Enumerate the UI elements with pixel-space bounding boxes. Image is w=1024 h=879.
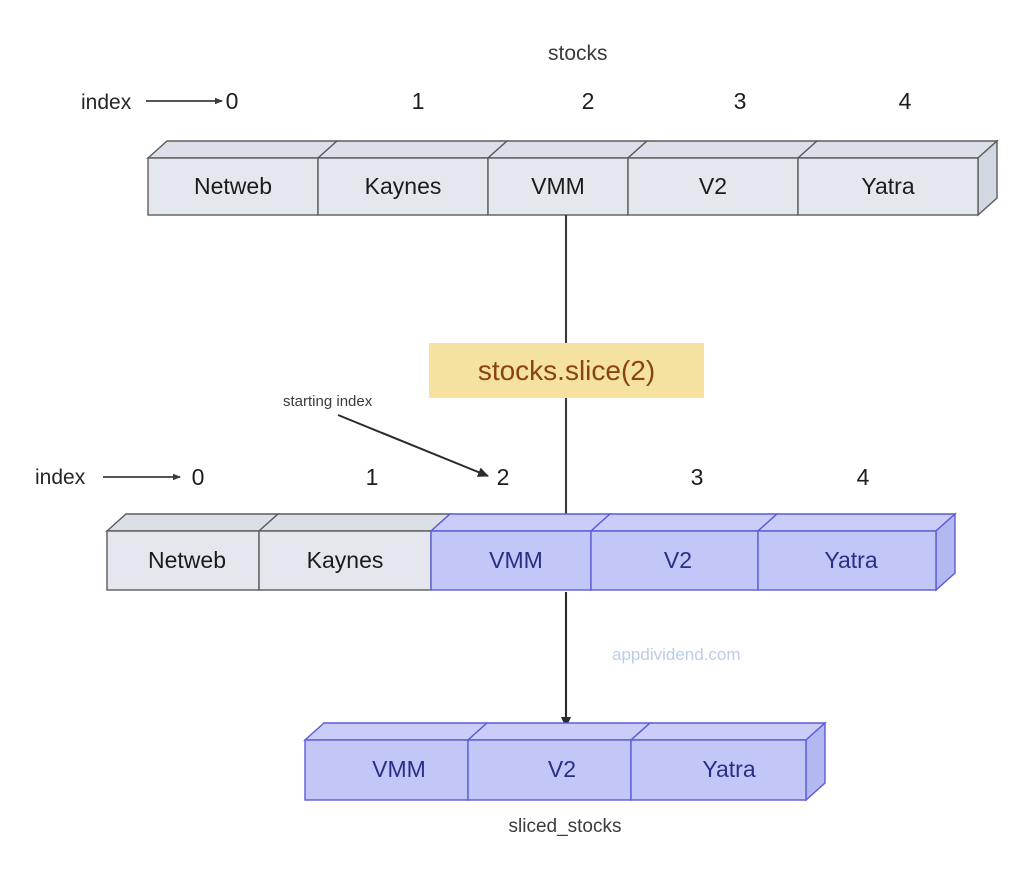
source-cell-3-label: V2 <box>699 173 727 199</box>
annotated-cell-0-label: Netweb <box>148 547 226 573</box>
source-array-cells: Netweb Kaynes VMM V2 Yatra <box>146 139 999 217</box>
operation-label-text: stocks.slice(2) <box>477 354 656 386</box>
source-index-2: 2 <box>581 88 595 114</box>
source-cell-1-label: Kaynes <box>365 173 442 199</box>
operation-label-box: stocks.slice(2) <box>429 343 704 398</box>
annotated-index-1: 1 <box>365 464 379 490</box>
annotated-cell-1-label: Kaynes <box>307 547 384 573</box>
annotated-array-cells: Netweb Kaynes VMM V2 Yatra <box>105 512 957 592</box>
annotated-index-3: 3 <box>690 464 704 490</box>
annotated-cell-3-label: V2 <box>664 547 692 573</box>
source-index-0: 0 <box>225 88 239 114</box>
result-cell-1-label: V2 <box>548 756 576 782</box>
source-cell-0-label: Netweb <box>194 173 272 199</box>
source-cell-4-label: Yatra <box>861 173 914 199</box>
annotated-index-0: 0 <box>191 464 205 490</box>
source-cell-2-label: VMM <box>531 173 585 199</box>
index-label-top: index <box>81 91 132 114</box>
site-watermark: appdividend.com <box>612 645 741 664</box>
starting-index-callout-arrow <box>337 414 489 477</box>
result-array-caption: sliced_stocks <box>508 816 622 837</box>
source-index-4: 4 <box>898 88 912 114</box>
result-cell-0-label: VMM <box>372 756 426 782</box>
source-index-1: 1 <box>411 88 425 114</box>
result-cell-2-label: Yatra <box>702 756 755 782</box>
annotated-cell-4-label: Yatra <box>824 547 877 573</box>
result-array-cells: VMM V2 Yatra <box>303 721 827 802</box>
annotated-index-2: 2 <box>496 464 510 490</box>
annotated-index-4: 4 <box>856 464 870 490</box>
source-array-title: stocks <box>548 42 608 65</box>
starting-index-annotation: starting index <box>283 393 373 410</box>
source-index-3: 3 <box>733 88 747 114</box>
index-label-middle: index <box>35 466 86 489</box>
annotated-cell-2-label: VMM <box>489 547 543 573</box>
